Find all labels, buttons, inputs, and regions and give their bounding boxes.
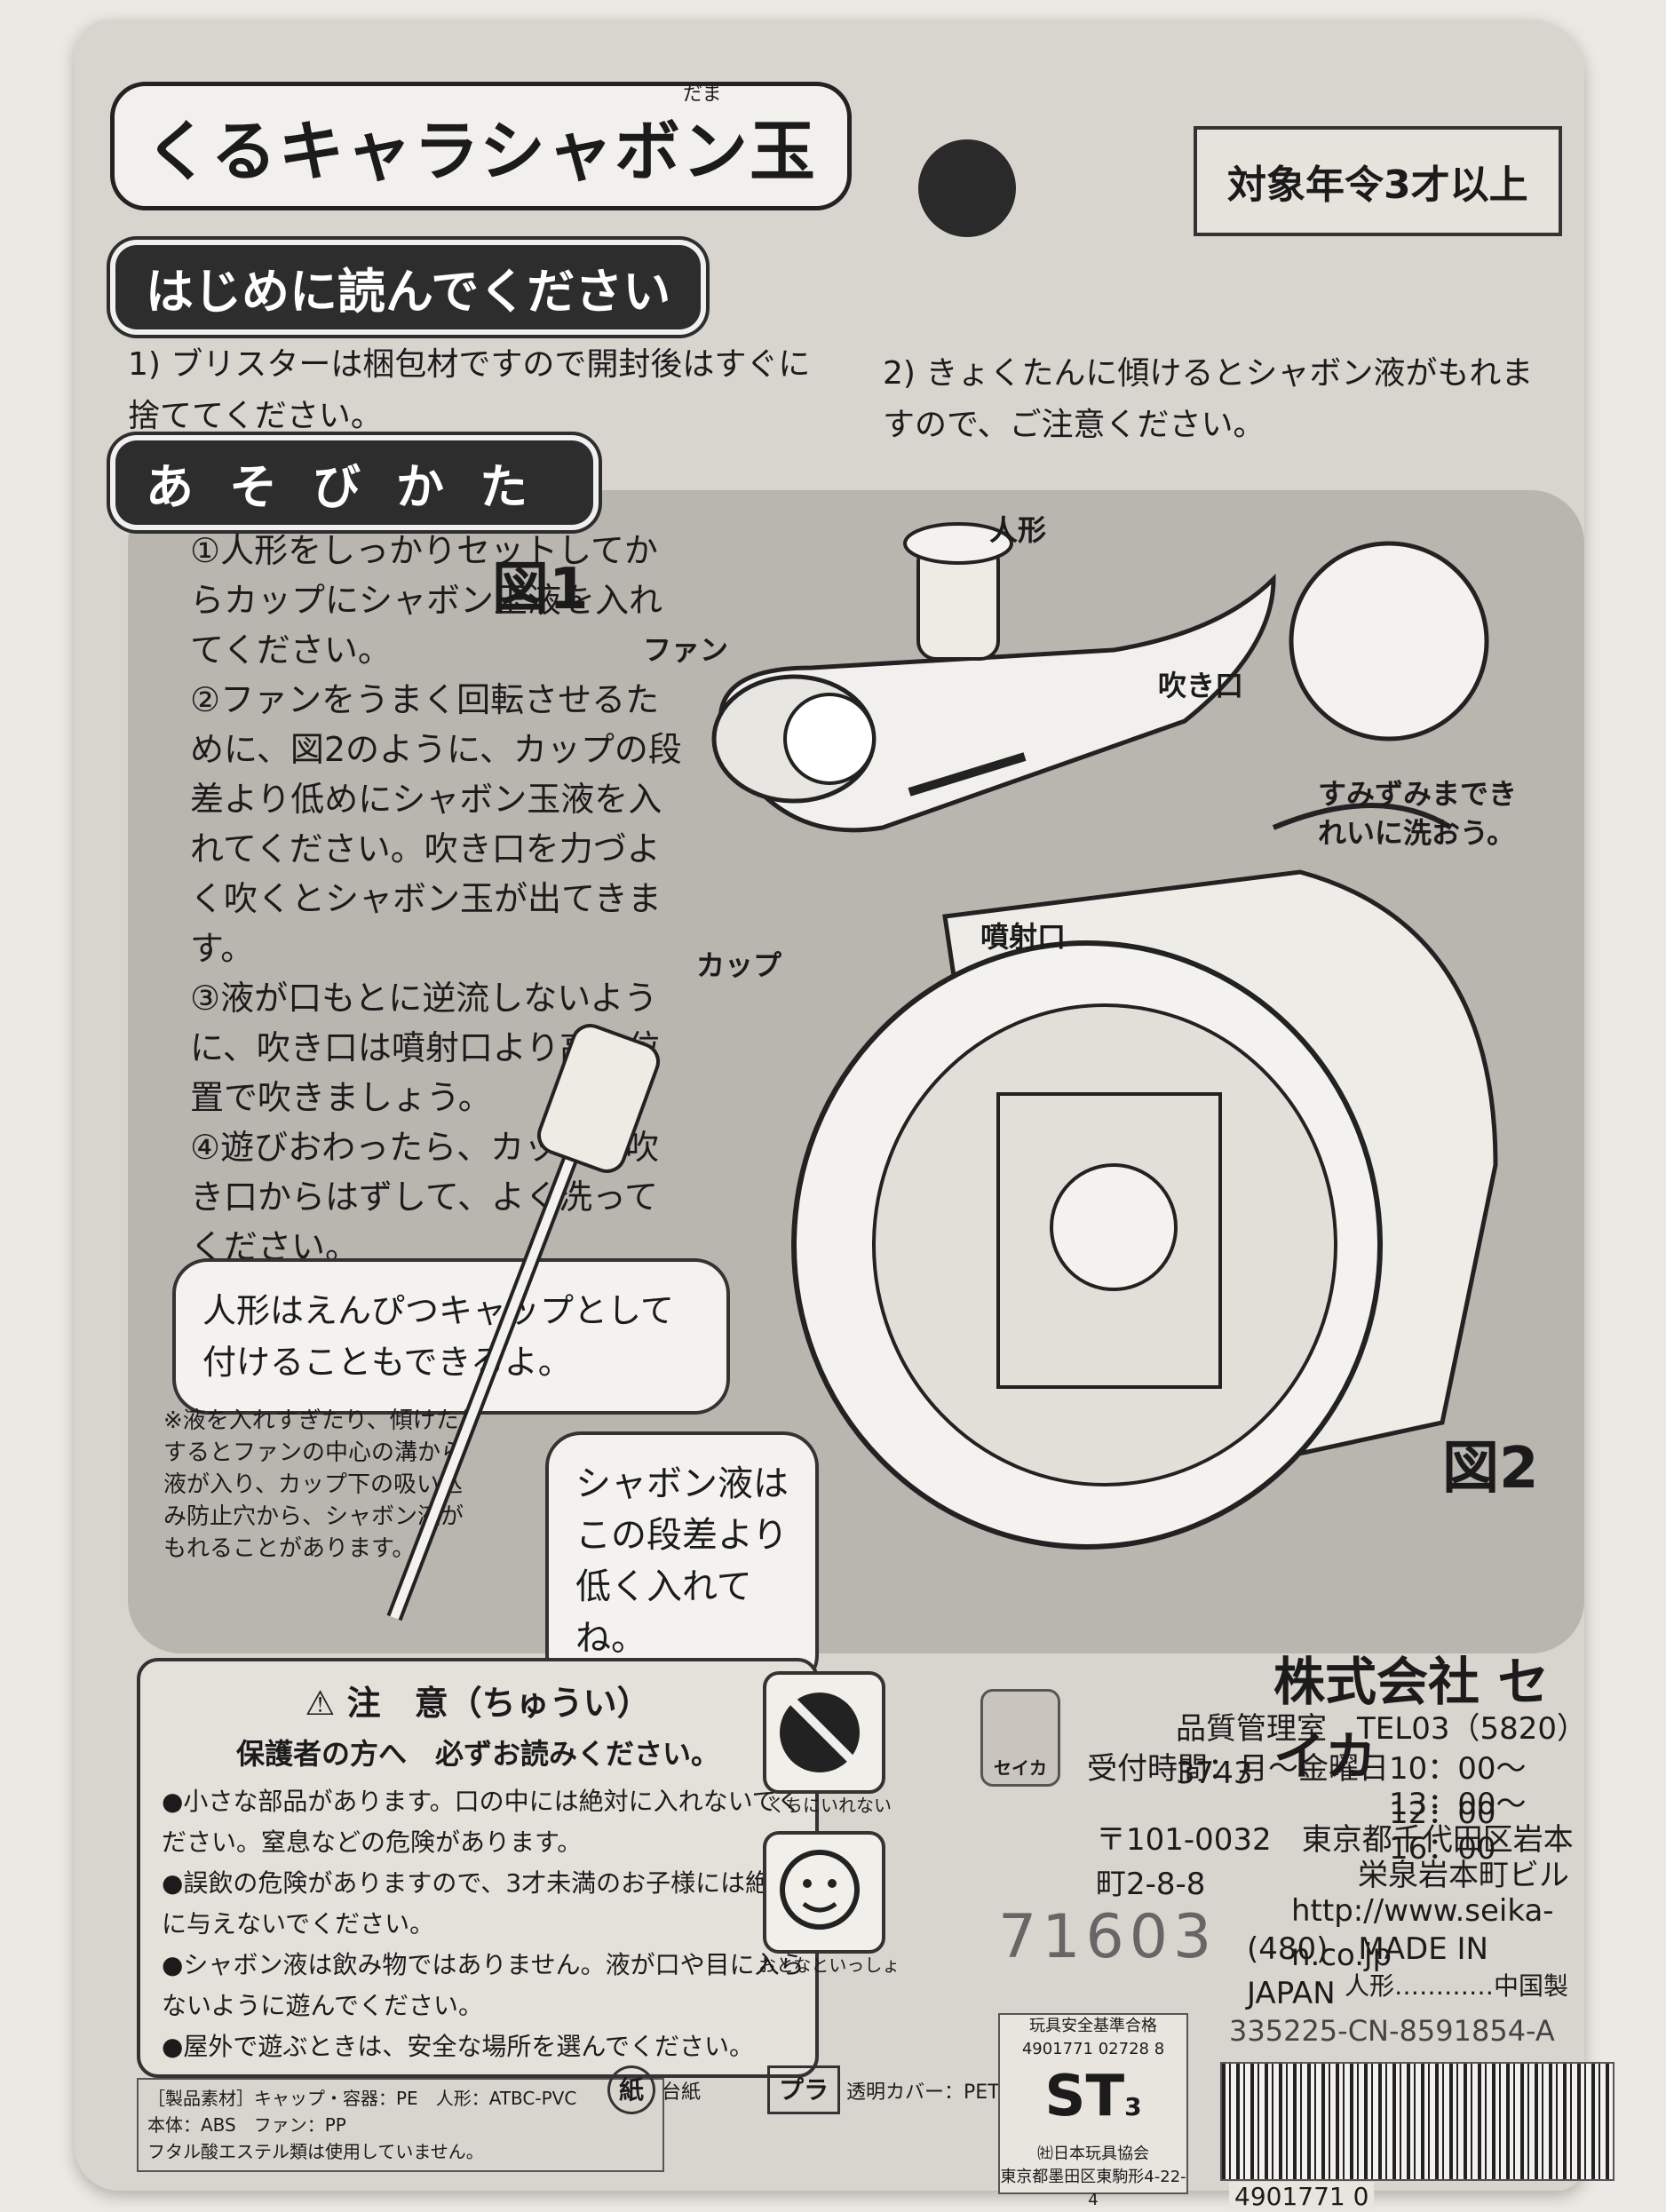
st-mark-text: ST: [1044, 2064, 1125, 2129]
company-hours-1: 10：00～12：00: [1389, 1751, 1527, 1831]
materials-line: 本体：ABS ファン：PP: [147, 2114, 346, 2136]
caution-item: ●シャボン液は飲み物ではありません。液が口や目に入らないように遊んでください。: [162, 1950, 805, 2020]
product-title-text: くるキャラシャボン玉: [145, 114, 818, 190]
handwritten-code: 71603: [998, 1902, 1218, 1972]
barcode: [1220, 2062, 1614, 2181]
caution-box: ⚠ 注 意（ちゅうい） 保護者の方へ 必ずお読みください。 ●小さな部品がありま…: [137, 1658, 819, 2078]
paper-recycle-label: 台紙: [662, 2081, 702, 2104]
nozzle-label: 噴射口: [980, 920, 1067, 954]
with-adult-label: おとなといっしょ: [758, 1954, 900, 1976]
st-line2: 4901771 02728 8: [1021, 2040, 1165, 2058]
overflow-note: ※液を入れすぎたり、傾けたりするとファンの中心の溝から液が入り、カップ下の吸い込…: [163, 1407, 482, 1562]
step-2: ②ファンをうまく回転させるために、図2のように、カップの段差より低めにシャボン玉…: [190, 680, 682, 968]
product-code: 335225-CN-8591854-A: [1229, 2014, 1555, 2048]
company-url: http://www.seika-n.co.jp: [1291, 1893, 1554, 1973]
caution-item: ●誤飲の危険がありますので、3才未満のお子様には絶対に与えないでください。: [162, 1868, 796, 1938]
figure-2-illustration: [791, 869, 1498, 1550]
plastic-recycle-label: 透明カバー：PET: [846, 2081, 1000, 2104]
mouthpiece-label: 吹き口: [1158, 669, 1244, 702]
figure-2-label: 図2: [1442, 1436, 1539, 1502]
company-postal: 〒101-0032 東京都千代田区岩本町2-8-8: [1096, 1822, 1574, 1902]
company-hours-2: 13：00～16：00: [1389, 1787, 1527, 1867]
caution-title: ⚠ 注 意（ちゅうい）: [305, 1684, 651, 1723]
company-logo-text: セイカ: [994, 1757, 1047, 1779]
figure-1-illustration: [711, 522, 1489, 833]
pencil-note: 人形はえんぴつキャップとして付けることもできるよ。: [172, 1258, 730, 1415]
st-line1: 玩具安全基準合格: [1029, 2017, 1157, 2035]
cup-label: カップ: [696, 948, 782, 982]
st-mark: 玩具安全基準合格 4901771 02728 8 ST3 ㈳日本玩具協会 東京都…: [998, 2013, 1188, 2209]
st-logo: ST3: [1000, 2061, 1186, 2143]
company-name: 株式会社 セイカ: [1273, 1652, 1550, 1787]
caution-item: ●屋外で遊ぶときは、安全な場所を選んでください。: [162, 2032, 755, 2061]
barcode-number: 4901771 0: [1229, 2182, 1375, 2211]
wash-label: すみずみまできれいに洗おう。: [1318, 777, 1518, 850]
materials-box: ［製品素材］キャップ・容器：PE 人形：ATBC-PVC 本体：ABS ファン：…: [137, 2078, 664, 2172]
company-logo: セイカ: [980, 1689, 1060, 1787]
materials-line: ［製品素材］キャップ・容器：PE 人形：ATBC-PVC: [147, 2088, 577, 2109]
caution-subtitle: 保護者の方へ 必ずお読みください。: [235, 1737, 719, 1771]
liquid-level-note: シャボン液はこの段差より低く入れてね。: [545, 1431, 819, 1691]
steps-list: ①人形をしっかりセットしてからカップにシャボン玉液を入れてください。 ②ファンを…: [190, 526, 687, 1272]
no-mouth-icon: [763, 1671, 885, 1794]
st-assoc: ㈳日本玩具協会: [1037, 2145, 1149, 2163]
read-first-banner: はじめに読んでください: [110, 240, 707, 335]
company-building: 栄泉岩本町ビル: [1358, 1858, 1569, 1893]
with-adult-icon: [763, 1831, 885, 1954]
made-in: (480) MADE IN JAPAN: [1247, 1931, 1488, 2011]
paper-recycle-mark: 紙 台紙: [607, 2065, 702, 2114]
step-3: ③液が口もとに逆流しないように、吹き口は噴射口より高い位置で吹きましょう。: [190, 979, 662, 1117]
plastic-icon: プラ: [767, 2065, 841, 2114]
pencil-illustration: [386, 1024, 661, 1621]
company-hours-label: 受付時間：月～金曜日: [1087, 1751, 1389, 1787]
age-label: 対象年令3才以上: [1194, 126, 1562, 236]
product-title: くるキャラシャボン玉: [110, 82, 853, 210]
st-addr: 東京都墨田区東駒形4-22-4: [1000, 2168, 1186, 2209]
fan-label: ファン: [643, 633, 729, 667]
package-card: くるキャラシャボン玉 だま 対象年令3才以上 はじめに読んでください 1) ブリ…: [75, 20, 1614, 2211]
doll-label: 人形: [989, 513, 1047, 547]
caution-item: ●小さな部品があります。口の中には絶対に入れないでください。窒息などの危険があり…: [162, 1787, 802, 1857]
materials-line: フタル酸エステル類は使用していません。: [147, 2141, 484, 2162]
notice-2: 2) きょくたんに傾けるとシャボン液がもれますので、ご注意ください。: [883, 355, 1534, 443]
notice-1: 1) ブリスターは梱包材ですので開封後はすぐに捨ててください。: [128, 346, 811, 434]
step-1: ①人形をしっかりセットしてからカップにシャボン玉液を入れてください。: [190, 531, 663, 670]
how-to-play-banner: あそびかた: [110, 435, 599, 530]
plastic-recycle-mark: プラ 透明カバー：PET: [767, 2065, 1000, 2114]
doll-origin: 人形…………中国製: [1345, 1971, 1569, 2001]
hang-hole: [918, 139, 1016, 237]
st-num: 3: [1124, 2092, 1142, 2121]
figure-1-label: 図1: [492, 557, 589, 622]
caution-list: ●小さな部品があります。口の中には絶対に入れないでください。窒息などの危険があり…: [162, 1781, 815, 2067]
company-dept: 品質管理室 TEL03（5820）3743: [1176, 1711, 1572, 1791]
paper-icon: 紙: [607, 2065, 656, 2114]
title-ruby: だま: [683, 83, 722, 106]
no-mouth-label: くちにいれない: [767, 1795, 892, 1816]
